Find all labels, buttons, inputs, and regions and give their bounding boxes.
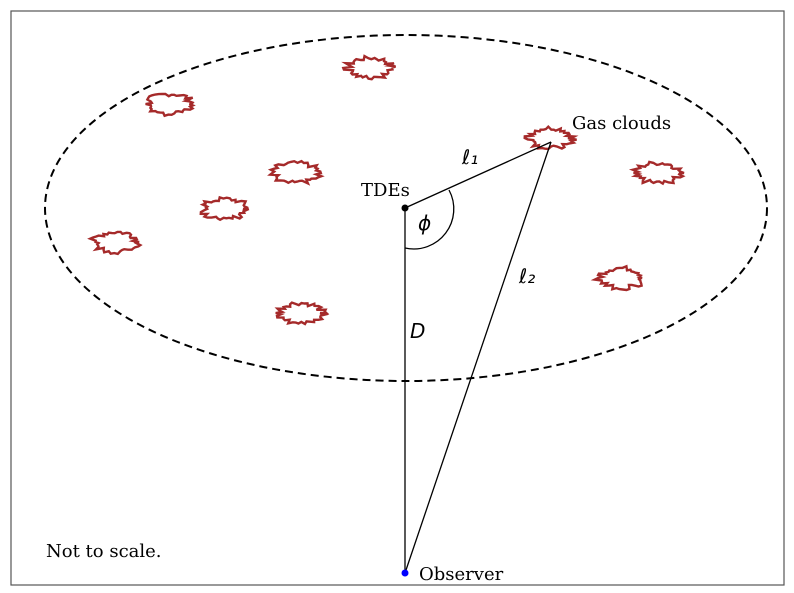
gas-cloud — [274, 301, 330, 326]
gas-cloud — [341, 54, 397, 81]
gas-cloud — [523, 125, 579, 151]
gas-clouds-label: Gas clouds — [572, 113, 671, 134]
gas-cloud — [87, 230, 143, 256]
observer-label: Observer — [419, 564, 504, 585]
tdes-label: TDEs — [361, 180, 410, 201]
gas-clouds-group — [87, 54, 686, 326]
l1-label: ℓ₁ — [461, 145, 478, 169]
tde-point — [401, 204, 409, 212]
figure-frame — [10, 10, 785, 586]
gas-cloud — [628, 160, 686, 186]
gas-cloud — [590, 264, 643, 292]
D-label: D — [410, 319, 425, 343]
observer-point — [401, 569, 409, 577]
not-to-scale-note: Not to scale. — [46, 541, 162, 562]
angle-phi-arc — [404, 189, 455, 250]
gas-cloud — [145, 92, 196, 118]
line-l1 — [404, 141, 552, 209]
galaxy-region-dashed-ellipse — [44, 34, 768, 382]
line-l2 — [404, 141, 552, 574]
l2-label: ℓ₂ — [518, 264, 535, 288]
phi-label: ϕ — [418, 211, 431, 235]
gas-cloud — [199, 195, 250, 222]
gas-cloud — [267, 159, 325, 186]
